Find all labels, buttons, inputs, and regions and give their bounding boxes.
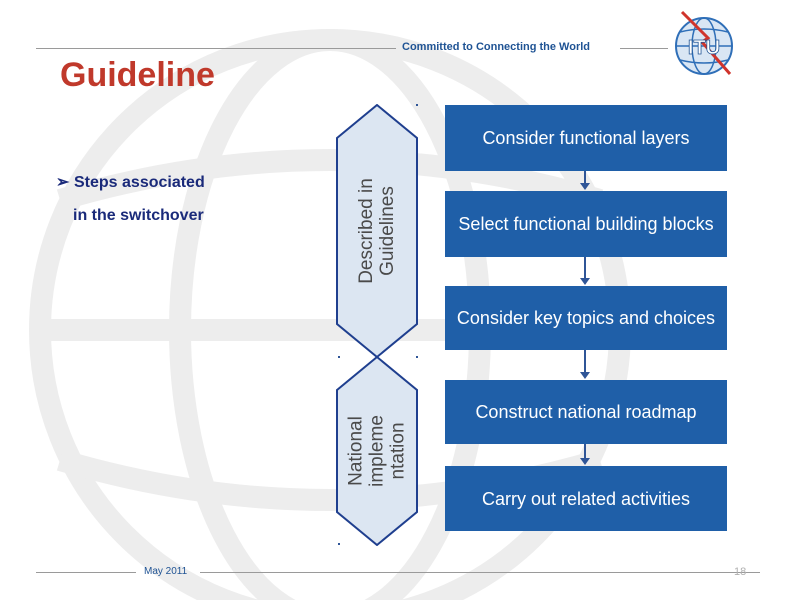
- slide-title-text: Guideline: [60, 56, 215, 94]
- marker-dot: [338, 356, 340, 358]
- footer-date: May 2011: [144, 566, 188, 577]
- logo-text: ITU: [688, 37, 720, 59]
- phase-national-implementation-label: National impleme ntation: [345, 415, 409, 487]
- step-connector-4: [584, 444, 586, 459]
- down-arrow-icon: [580, 372, 590, 379]
- bullet-point: ➢Steps associated in the switchover: [56, 166, 256, 232]
- footer-divider-left: [36, 572, 136, 573]
- header-divider-right: [620, 48, 668, 49]
- bullet-line-1: Steps associated: [74, 174, 205, 191]
- bullet-arrow-icon: ➢: [56, 174, 70, 191]
- phase-national-implementation-hexagon: National impleme ntation: [336, 356, 418, 546]
- marker-dot: [338, 543, 340, 545]
- slide-title: Guideline: [60, 56, 215, 95]
- marker-dot: [416, 104, 418, 106]
- step-connector-1: [584, 171, 586, 184]
- step-box-5: Carry out related activities: [445, 466, 727, 531]
- step-box-4: Construct national roadmap: [445, 380, 727, 444]
- bullet-line-2: in the switchover: [73, 207, 204, 224]
- page-number: 18: [734, 566, 747, 578]
- header-tagline: Committed to Connecting the World: [402, 41, 591, 53]
- step-box-2: Select functional building blocks: [445, 191, 727, 257]
- header-divider-left: [36, 48, 396, 49]
- step-box-3: Consider key topics and choices: [445, 286, 727, 350]
- down-arrow-icon: [580, 183, 590, 190]
- phase-guidelines-label: Described in Guidelines: [356, 178, 398, 284]
- step-connector-2: [584, 257, 586, 279]
- marker-dot: [416, 356, 418, 358]
- down-arrow-icon: [580, 458, 590, 465]
- step-box-1: Consider functional layers: [445, 105, 727, 171]
- down-arrow-icon: [580, 278, 590, 285]
- phase-guidelines-hexagon: Described in Guidelines: [336, 104, 418, 358]
- itu-logo: ITU: [675, 10, 733, 75]
- step-connector-3: [584, 350, 586, 373]
- footer-divider-right: [200, 572, 760, 573]
